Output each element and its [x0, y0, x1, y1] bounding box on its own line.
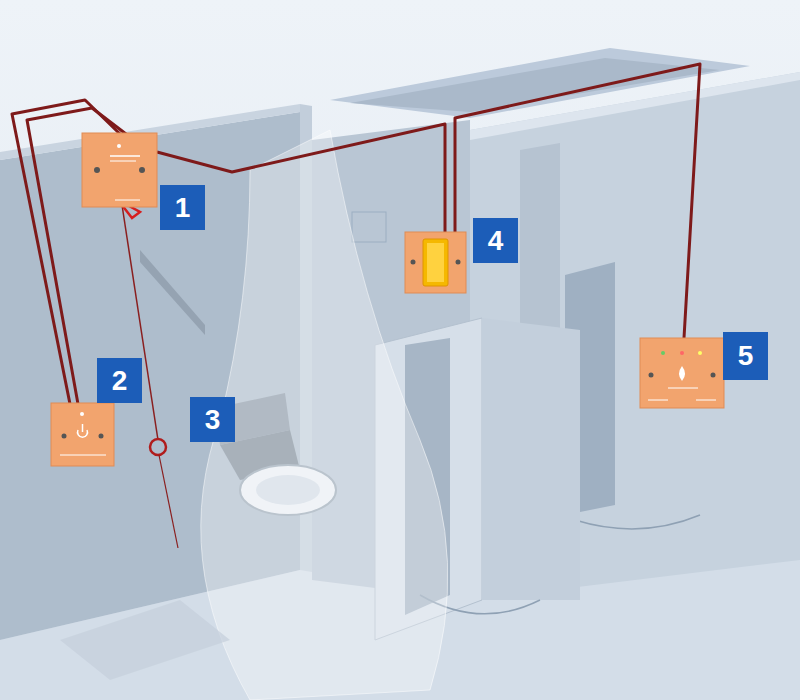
partition-side	[482, 318, 580, 600]
led	[661, 351, 665, 355]
callout-number: 5	[738, 342, 754, 370]
callout-number: 4	[488, 227, 504, 255]
marking	[648, 400, 668, 401]
marking	[110, 155, 140, 157]
led	[80, 412, 84, 416]
screw	[411, 260, 416, 265]
cord-ring	[150, 439, 166, 455]
callout-number: 1	[175, 194, 191, 222]
wall-plate	[352, 212, 386, 242]
screw	[94, 167, 100, 173]
wall-top	[470, 72, 800, 140]
marking	[668, 388, 698, 389]
screw	[99, 434, 104, 439]
reset-unit	[51, 403, 114, 466]
led	[680, 351, 684, 355]
callout-number: 3	[205, 406, 221, 434]
overdoor-light	[405, 232, 466, 293]
lamp-lens	[427, 243, 444, 282]
screw	[62, 434, 67, 439]
callout-box: 3	[190, 397, 235, 442]
right-wall	[470, 72, 800, 600]
screw	[456, 260, 461, 265]
callout-box: 2	[97, 358, 142, 403]
callout-box: 1	[160, 185, 205, 230]
callout-number: 2	[112, 367, 128, 395]
marking	[110, 161, 136, 162]
screw	[649, 373, 654, 378]
power-symbol	[82, 424, 84, 432]
screw	[711, 373, 716, 378]
marking	[696, 400, 716, 401]
control-panel	[640, 338, 724, 408]
lamp	[423, 239, 448, 286]
callout-box: 4	[473, 218, 518, 263]
grab-rail	[140, 250, 205, 335]
wire	[455, 64, 700, 338]
screw	[139, 167, 145, 173]
led	[117, 144, 121, 148]
pull-cord-unit	[82, 133, 157, 207]
door-swing	[575, 515, 700, 529]
pull-cord	[159, 455, 178, 548]
pull-cord	[122, 205, 158, 440]
glass-panel	[201, 130, 448, 700]
led	[698, 351, 702, 355]
floor-mat	[60, 600, 230, 680]
wire	[157, 124, 445, 232]
alarm-symbol	[679, 366, 685, 381]
wiring	[12, 64, 700, 404]
marking	[60, 455, 106, 456]
marking	[115, 200, 140, 201]
callout-box: 5	[723, 332, 768, 380]
